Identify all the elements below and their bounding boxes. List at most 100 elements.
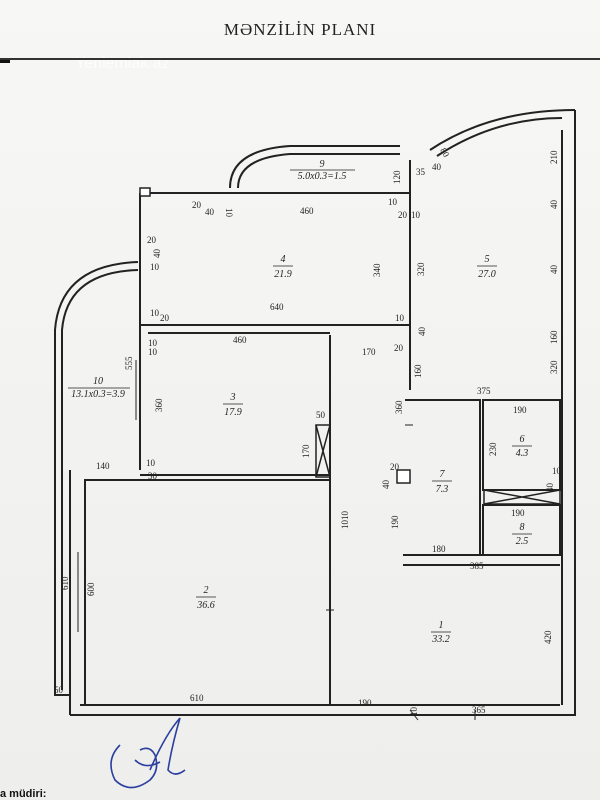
balcony-10-arc-inner (61, 269, 139, 690)
dim-label: 190 (390, 515, 400, 529)
dim-label: 555 (124, 356, 134, 370)
room-number-9: 9 (320, 159, 325, 170)
room-number-5: 5 (485, 254, 490, 265)
wall-bottom (70, 110, 576, 716)
dim-label: 50 (316, 410, 326, 420)
header-rule-mark (0, 60, 10, 63)
room-number-1: 1 (439, 620, 444, 631)
dim-label: 10 (409, 707, 419, 717)
dim-label: 120 (392, 170, 402, 184)
balcony-10-arc (54, 261, 139, 696)
room-number-6: 6 (520, 434, 525, 445)
walls (54, 109, 576, 716)
dim-label: 10 (224, 208, 234, 218)
dim-label: 610 (190, 693, 204, 703)
room-area-1: 33.2 (431, 634, 450, 645)
dim-label: 190 (511, 508, 525, 518)
dim-label: 160 (549, 330, 559, 344)
dim-label: 140 (96, 461, 110, 471)
room-number-10: 10 (93, 376, 103, 387)
dim-label: 360 (394, 400, 404, 414)
dim-label: 20 (147, 235, 157, 245)
dim-label: 10 (388, 197, 398, 207)
dim-label: 460 (233, 335, 247, 345)
room-area-10: 13.1x0.3=3.9 (71, 389, 125, 400)
room-area-3: 17.9 (224, 407, 242, 418)
dim-label: 170 (301, 444, 311, 458)
dim-label: 385 (470, 561, 484, 571)
dim-label: 30 (148, 471, 158, 481)
dim-label: 320 (416, 262, 426, 276)
room-2-outline (84, 479, 331, 706)
dim-label: 420 (543, 630, 553, 644)
dim-label: 10 (146, 458, 156, 468)
room-area-7: 7.3 (436, 484, 449, 495)
dim-label: 40 (549, 200, 559, 210)
room-area-8: 2.5 (516, 536, 529, 547)
dimension-labels: 20 40 10 460 10 20 10 120 35 40 80 210 4… (54, 146, 562, 716)
dim-label: 20 (394, 343, 404, 353)
shaft-corridor-x (483, 489, 561, 505)
signature (110, 717, 186, 789)
page-title: MƏNZİLİN PLANI (223, 20, 377, 39)
dim-label: 35 (416, 167, 426, 177)
balcony-9-arc-inner (237, 153, 400, 189)
dim-label: 10 (148, 347, 158, 357)
balcony-5-arc (429, 109, 576, 151)
dim-label: 640 (270, 302, 284, 312)
dim-label: 20 (192, 200, 202, 210)
room-number-4: 4 (281, 254, 286, 265)
room-number-3: 3 (230, 392, 236, 403)
shaft-corridor (483, 489, 561, 505)
footer-text: a müdiri: (0, 788, 47, 800)
balcony-9-arc (229, 145, 400, 189)
dim-label: 40 (152, 249, 162, 259)
dim-label: 360 (154, 398, 164, 412)
dim-label: 10 (552, 466, 562, 476)
dim-label: 40 (545, 483, 555, 493)
dim-label: 190 (358, 698, 372, 708)
room-area-9: 5.0x0.3=1.5 (298, 171, 347, 182)
room-labels: 9 5.0x0.3=1.5 4 21.9 5 27.0 10 13.1x0.3=… (68, 159, 532, 645)
dim-label: 1010 (340, 511, 350, 530)
dim-label: 365 (472, 705, 486, 715)
dim-label: 190 (513, 405, 527, 415)
dim-label: 230 (488, 442, 498, 456)
dim-label: 50 (54, 685, 64, 695)
dim-label: 20 (390, 462, 400, 472)
dim-label: 20 (160, 313, 170, 323)
column-room-4 (139, 187, 151, 197)
dim-label: 10 (411, 210, 421, 220)
dim-label: 40 (381, 480, 391, 490)
room-number-2: 2 (204, 585, 209, 596)
room-area-4: 21.9 (274, 269, 292, 280)
room-area-6: 4.3 (516, 448, 529, 459)
room-number-7: 7 (440, 469, 446, 480)
openings (69, 230, 476, 721)
shaft-room-3 (315, 424, 331, 478)
balcony-5-arc-inner (436, 117, 563, 157)
dim-label: 170 (362, 347, 376, 357)
dim-label: 40 (549, 265, 559, 275)
dim-label: 10 (395, 313, 405, 323)
dim-label: 40 (417, 327, 427, 337)
dim-label: 20 (398, 210, 408, 220)
shafts (139, 187, 561, 505)
dim-label: 610 (60, 576, 70, 590)
room-area-2: 36.6 (196, 600, 215, 611)
dim-label: 375 (477, 386, 491, 396)
dim-label: 10 (150, 308, 160, 318)
shaft-room-3-x (315, 424, 331, 478)
dim-label: 600 (86, 582, 96, 596)
header-rule (0, 58, 600, 60)
column-room-7 (396, 469, 411, 484)
dim-label: 10 (148, 338, 158, 348)
room-number-8: 8 (520, 522, 525, 533)
dim-label: 320 (549, 360, 559, 374)
dim-label: 40 (432, 162, 442, 172)
dim-label: 180 (432, 544, 446, 554)
room-area-5: 27.0 (478, 269, 496, 280)
dim-label: 10 (150, 262, 160, 272)
